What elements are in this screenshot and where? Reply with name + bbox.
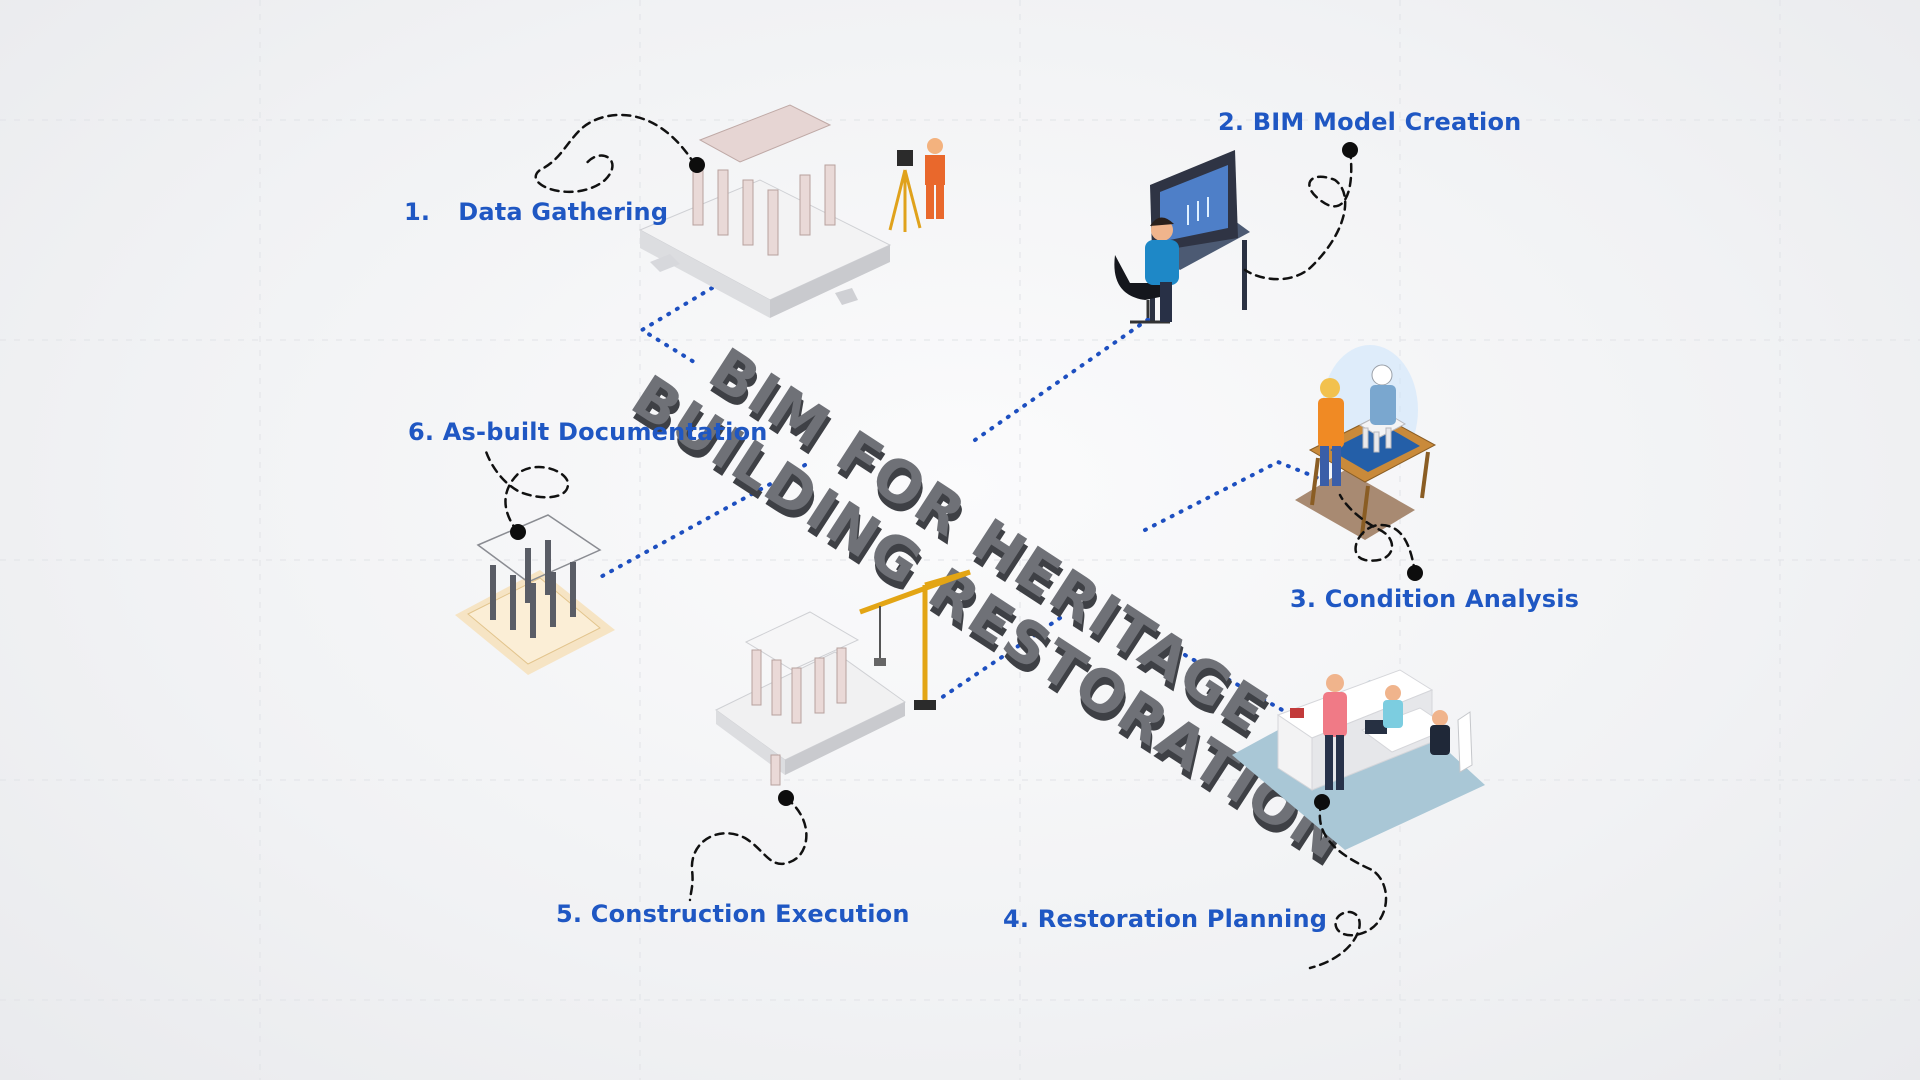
pin-1 (689, 157, 705, 173)
step-label-bim-model-creation: 2. BIM Model Creation (1218, 108, 1521, 136)
step-name: As-built Documentation (442, 418, 768, 446)
team-meeting-icon (1232, 669, 1485, 850)
trail-5 (688, 796, 808, 902)
wireframe-temple-icon (455, 514, 615, 675)
surveyor-tripod (888, 169, 922, 232)
step-name: Data Gathering (458, 198, 669, 226)
trail-3 (1338, 493, 1417, 575)
step-number: 2. (1218, 108, 1245, 136)
seated-person-right (1430, 710, 1450, 755)
trail-4 (1308, 800, 1388, 970)
step-number: 3. (1290, 585, 1317, 613)
inspector-left (1318, 378, 1344, 486)
surveyor-person (925, 138, 945, 219)
step-name: Construction Execution (590, 900, 910, 928)
seated-person-left (1383, 685, 1403, 728)
connector-6 (593, 463, 807, 582)
step-label-construction-execution: 5. Construction Execution (556, 900, 910, 928)
diagram-title: BIM FOR HERITAGE BIM FOR HERITAGE BUILDI… (620, 335, 1358, 882)
pin-4 (1314, 794, 1330, 810)
step-label-restoration-planning: 4. Restoration Planning (1003, 905, 1327, 933)
trail-2 (1243, 148, 1353, 281)
decorative-trails (483, 113, 1423, 970)
tower-crane (859, 569, 971, 705)
trail-6 (483, 446, 570, 534)
connector-2 (973, 316, 1152, 442)
connectors (593, 286, 1320, 722)
ruined-temple-survey-icon (638, 104, 945, 318)
step-label-condition-analysis: 3. Condition Analysis (1290, 585, 1579, 613)
computer-modeling-icon (1114, 150, 1250, 324)
step-name: BIM Model Creation (1252, 108, 1522, 136)
step-label-as-built-documentation: 6. As-built Documentation (408, 418, 768, 446)
step-number: 4. (1003, 905, 1030, 933)
inspector-right (1370, 364, 1396, 425)
step-number: 6. (408, 418, 435, 446)
connector-5 (936, 616, 1062, 702)
trail-1 (534, 113, 697, 194)
tablet-inspection-icon (1295, 345, 1437, 540)
step-name: Condition Analysis (1324, 585, 1580, 613)
pin-2 (1342, 142, 1358, 158)
presenter-person (1323, 674, 1347, 790)
step-name: Restoration Planning (1037, 905, 1328, 933)
connector-3 (1143, 459, 1320, 532)
connector-1 (638, 286, 714, 364)
connector-4 (1183, 653, 1302, 722)
pin-5 (778, 790, 794, 806)
pin-3 (1407, 565, 1423, 581)
crane-temple-icon (715, 569, 971, 786)
step-number: 1. (404, 198, 431, 226)
step-number: 5. (556, 900, 583, 928)
pin-6 (510, 524, 526, 540)
step-label-data-gathering: 1. Data Gathering (404, 198, 668, 226)
